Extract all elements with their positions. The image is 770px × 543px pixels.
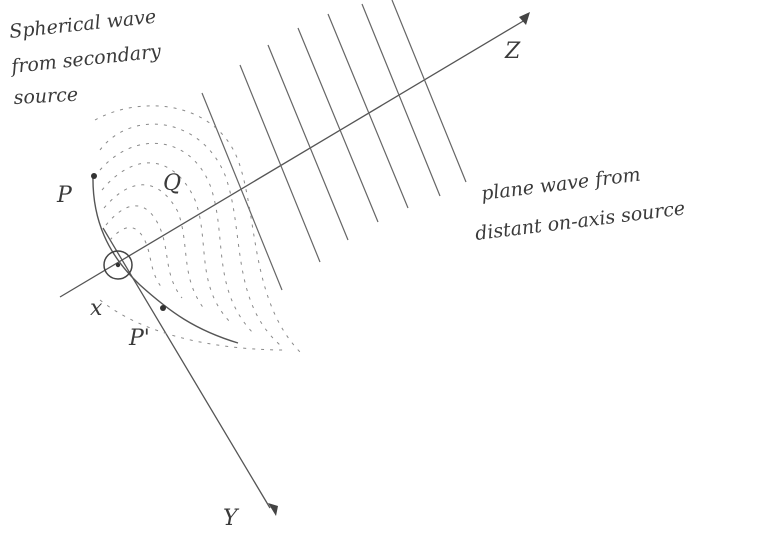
- spherical-wave-label-1: Spherical wave: [8, 6, 157, 43]
- axis-y-label: Y: [223, 506, 240, 531]
- plane-wavefronts: [202, 0, 466, 290]
- point-p-dot: [91, 173, 97, 179]
- point-p-prime-dot: [160, 305, 166, 311]
- y-axis: [103, 228, 278, 516]
- spherical-wave-dotted: [95, 106, 300, 352]
- spherical-wavefront: [93, 175, 238, 343]
- spherical-wave-label-2: from secondary: [8, 40, 162, 78]
- point-p-label: P: [56, 183, 73, 208]
- axis-z-label: Z: [504, 39, 521, 64]
- plane-wave-label-2: distant on-axis source: [474, 197, 686, 245]
- plane-wavefront-line: [240, 65, 320, 262]
- dotted-arc: [95, 106, 300, 352]
- spherical-wave-label-3: source: [13, 84, 78, 109]
- dotted-arc: [100, 124, 280, 345]
- y-axis-arrowhead: [268, 503, 278, 516]
- plane-wavefront-line: [362, 4, 440, 196]
- origin-dot: [116, 263, 120, 267]
- point-p-prime-label: P': [128, 326, 150, 351]
- dotted-arc: [104, 185, 205, 310]
- point-q-label: Q: [163, 171, 181, 196]
- origin-marker: [104, 251, 132, 279]
- dotted-arc: [100, 300, 285, 350]
- plane-wavefront-line: [298, 28, 378, 222]
- plane-wavefront-line: [202, 93, 282, 290]
- plane-wavefront-line: [392, 0, 466, 182]
- y-axis-line: [103, 228, 270, 508]
- plane-wavefront-line: [328, 14, 408, 208]
- axis-x-label: x: [90, 296, 103, 321]
- plane-wavefront-line: [268, 45, 348, 240]
- plane-wave-label-1: plane wave from: [480, 164, 642, 205]
